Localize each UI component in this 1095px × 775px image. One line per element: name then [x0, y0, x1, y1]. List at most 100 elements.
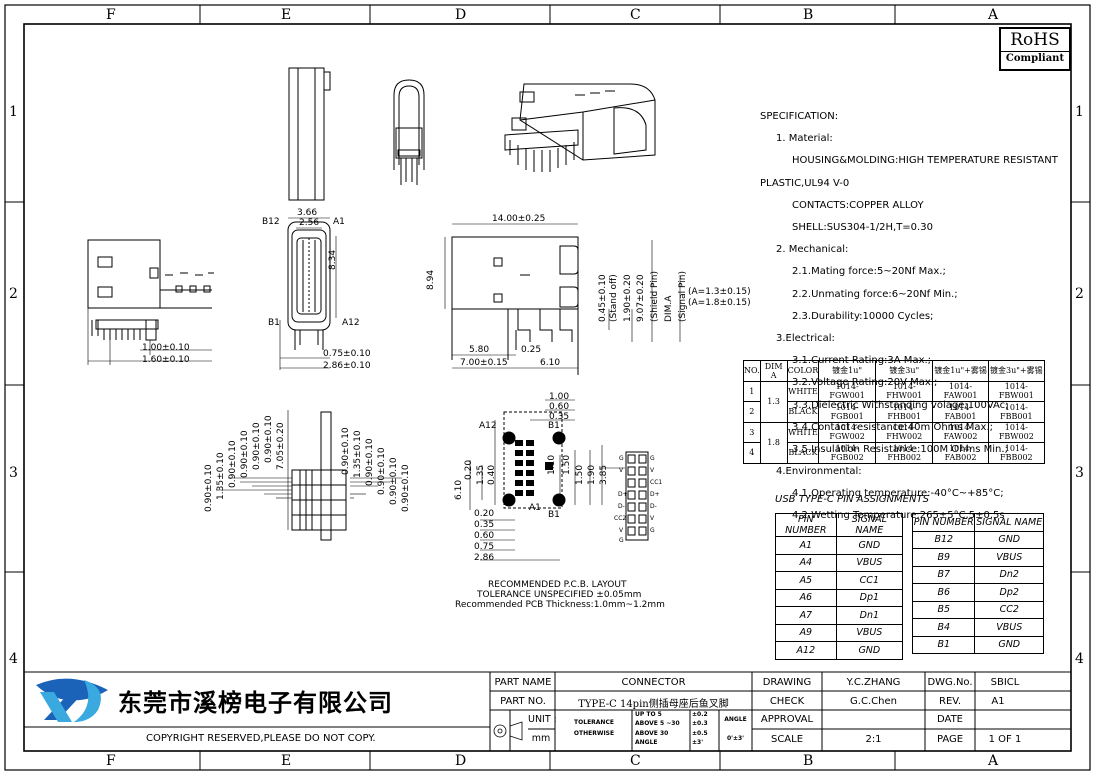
- pcb-dim: 1.50: [562, 454, 572, 475]
- pcb-dim: 3.85: [599, 464, 609, 485]
- dim-label: 1.35±0.10: [353, 430, 363, 478]
- order-no: 4: [743, 442, 761, 464]
- order-part: 1014-FHB001: [875, 401, 934, 423]
- dim-label: 5.80: [469, 345, 490, 355]
- order-dim: 1.8: [759, 421, 788, 464]
- pin-signal: Dn2: [974, 565, 1044, 584]
- dim-label: DIM.A: [664, 295, 674, 322]
- check-label: CHECK: [769, 696, 805, 707]
- order-part: 1014-FHW001: [875, 380, 934, 402]
- projection-symbol-icon: [493, 721, 523, 741]
- table-row: 3 1.8 WHITE 1014-FGW002 1014-FHW002 1014…: [743, 421, 1046, 464]
- pad-letter: D+: [618, 491, 628, 498]
- pin-number: B9: [911, 548, 976, 567]
- angle-value: 0'±3': [726, 735, 745, 742]
- part-name-label: PART NAME: [494, 677, 552, 688]
- pcb-dim: 0.75: [474, 542, 495, 552]
- pcb-dim: 6.10: [454, 479, 464, 500]
- spec-mech-head: 2. Mechanical:: [776, 244, 849, 256]
- pin-number: B4: [911, 618, 976, 637]
- pin-signal: VBUS: [974, 618, 1044, 637]
- pcb-dim: 0.35: [549, 412, 570, 422]
- dim-label: 0.90±0.10: [240, 430, 250, 478]
- rohs-title: RoHS: [1010, 30, 1060, 50]
- pcb-note-3: Recommended PCB Thickness:1.0mm~1.2mm: [455, 600, 665, 610]
- rohs-subtitle: Compliant: [1001, 51, 1069, 66]
- order-part: 1014-FBW001: [987, 380, 1046, 402]
- dim-label: 0.90±0.10: [252, 422, 262, 470]
- pcb-dim: 0.20: [474, 509, 495, 519]
- pin-number: A9: [775, 623, 837, 642]
- pcb-pin-label: A1: [529, 503, 541, 513]
- order-color: BLACK: [786, 442, 820, 464]
- pin-signal: Dp1: [835, 588, 904, 607]
- order-th-no: NO.: [743, 360, 761, 382]
- pin-signal: CC2: [974, 600, 1044, 619]
- pin-number: B6: [911, 583, 976, 602]
- pin-signal: GND: [974, 635, 1044, 654]
- dim-label: 7.05±0.20: [276, 422, 286, 470]
- pin-number: A1: [775, 536, 837, 555]
- pcb-dim: 1.35: [476, 464, 486, 485]
- company-logo: [36, 678, 108, 722]
- pad-letter: V: [650, 515, 655, 522]
- pin-callout-label: B12: [262, 217, 280, 227]
- order-part: 1014-FBW002: [987, 421, 1046, 443]
- dim-label: 8.94: [426, 269, 436, 290]
- dim-label: 1.35±0.10: [216, 452, 226, 500]
- spec-mech-2: 2.2.Unmating force:6~20Nf Min.;: [792, 288, 958, 300]
- pad-letter: V: [650, 467, 655, 474]
- zone-col-c-bottom: C: [630, 753, 641, 769]
- part-no-value: TYPE-C 14pin侧插母座后鱼叉脚: [578, 699, 729, 710]
- order-part: 1014-FAB001: [932, 401, 989, 423]
- zone-row-3-right: 3: [1075, 465, 1084, 481]
- pad-letter: G: [619, 537, 624, 544]
- dim-label: 0.45±0.10: [598, 274, 608, 322]
- spec-elec-head: 3.Electrical:: [776, 332, 835, 344]
- zone-col-e-top: E: [281, 7, 292, 23]
- isometric-view: [504, 83, 656, 172]
- pin-signal: GND: [835, 641, 904, 660]
- order-th-color: COLOR: [786, 360, 820, 382]
- pad-letter: V: [619, 527, 624, 534]
- pin-callout-label: B1: [268, 318, 280, 328]
- spec-mech-1: 2.1.Mating force:5~20Nf Max.;: [792, 266, 946, 278]
- dim-label: 0.75±0.10: [323, 349, 371, 359]
- order-th-dim: DIM A: [759, 360, 788, 382]
- dim-label: 0.90±0.10: [401, 464, 411, 512]
- order-part: 1014-FGB001: [818, 401, 877, 423]
- pin-signal: GND: [974, 530, 1044, 549]
- tol-value: ±0.3: [692, 720, 708, 727]
- spec-env-head: 4.Environmental:: [776, 466, 862, 478]
- tol-range: ANGLE: [635, 739, 658, 746]
- dim-label: 0.25: [521, 345, 542, 355]
- order-part: 1014-FAB002: [932, 442, 989, 464]
- dim-label: 9.07±0.20: [636, 274, 646, 322]
- tol-value: ±3': [692, 739, 704, 746]
- bottom-pin-view: [216, 410, 402, 541]
- dim-label: 0.90±0.10: [365, 438, 375, 486]
- zone-col-d-top: D: [455, 7, 467, 23]
- pcb-dim: 0.35: [474, 520, 495, 530]
- dim-note: (A=1.3±0.15): [688, 287, 751, 297]
- pin-signal: VBUS: [835, 553, 904, 572]
- scale-value: 2:1: [865, 734, 882, 745]
- zone-col-d-bottom: D: [455, 753, 467, 769]
- pcb-note-1: RECOMMENDED P.C.B. LAYOUT: [488, 580, 627, 590]
- zone-col-e-bottom: E: [281, 753, 292, 769]
- tol-range: ABOVE 5 ~30: [635, 720, 680, 727]
- zone-row-4-right: 4: [1075, 651, 1084, 667]
- pcb-dim: 0.60: [549, 402, 570, 412]
- pad-letter: CC2: [614, 515, 627, 522]
- order-part: 1014-FBB001: [987, 401, 1046, 423]
- order-part: 1014-FHW002: [875, 421, 934, 443]
